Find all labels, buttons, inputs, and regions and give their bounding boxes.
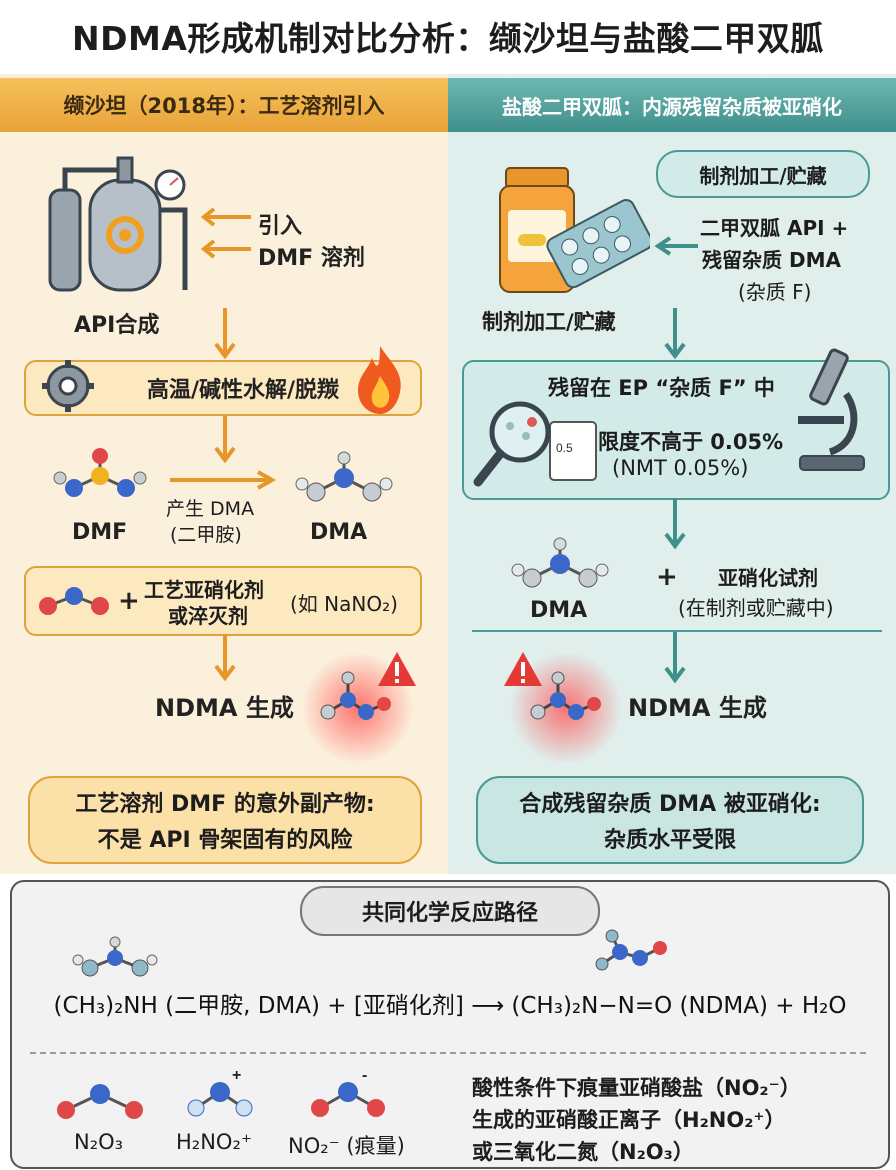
common-pathway-pill: 共同化学反应路径 [300, 886, 600, 936]
arrow-left-icon [200, 207, 251, 259]
summary-left-line2: 不是 API 骨架固有的风险 [97, 828, 353, 853]
reagent-box-left [24, 566, 422, 636]
produce-dma-label: 产生 DMA [166, 498, 255, 520]
api-label: API合成 [74, 313, 160, 338]
reactor-icon [48, 156, 188, 292]
reagent-text-2: 或淬灭剂 [168, 604, 248, 628]
reagent-text-1: 工艺亚硝化剂 [144, 578, 264, 602]
arrow-left-icon-right [654, 236, 698, 256]
summary-left-line1: 工艺溶剂 DMF 的意外副产物: [75, 792, 375, 817]
note-line-2: 生成的亚硝酸正离子（H₂NO₂⁺） [472, 1108, 786, 1132]
svg-text:-: - [362, 1068, 367, 1084]
magnifier-icon: 0.5 [473, 401, 597, 487]
svg-text:+: + [232, 1067, 241, 1084]
api-text-3: (杂质 F) [738, 280, 812, 304]
nitrosating-reagent-note: (在制剂或贮藏中) [678, 596, 834, 620]
ndma-formation-right: NDMA 生成 [628, 694, 767, 722]
arrow-right-icon [170, 470, 277, 490]
process-label: 制剂加工/贮藏 [482, 310, 616, 334]
reaction-equation: (CH₃)₂NH (二甲胺, DMA) + [亚硝化剂] ⟶ (CH₃)₂N−N… [53, 993, 847, 1019]
species-no2: NO₂⁻ (痕量) [288, 1134, 405, 1158]
api-text-1: 二甲双胍 API + [700, 216, 849, 240]
svg-text:0.5: 0.5 [556, 441, 573, 455]
dma-molecule-icon [295, 451, 393, 502]
api-text-2: 残留杂质 DMA [702, 248, 841, 272]
nitrosating-reagent-label: 亚硝化试剂 [718, 566, 818, 590]
arrow-down-icon-right-3 [664, 632, 686, 684]
microscope-icon [798, 348, 865, 471]
step-hydrolysis-label: 高温/碱性水解/脱羰 [146, 378, 340, 403]
left-header: 缬沙坦（2018年）：工艺溶剂引入 [0, 78, 448, 132]
arrow-down-icon [214, 308, 236, 360]
plus-sign-right: + [656, 562, 678, 592]
summary-box-right: 合成残留杂质 DMA 被亚硝化: 杂质水平受限 [476, 776, 864, 864]
dma-molecule-icon-right [511, 537, 609, 588]
species-h2no2: H₂NO₂⁺ [176, 1130, 252, 1154]
dmf-label: DMF [72, 520, 128, 545]
limit-text-2: (NMT 0.05%) [612, 456, 749, 480]
note-line-1: 酸性条件下痕量亚硝酸盐（NO₂⁻） [472, 1076, 801, 1100]
summary-right-line2: 杂质水平受限 [603, 828, 736, 853]
summary-box-left: 工艺溶剂 DMF 的意外副产物: 不是 API 骨架固有的风险 [28, 776, 422, 864]
page-title: NDMA形成机制对比分析：缬沙坦与盐酸二甲双胍 [72, 19, 824, 58]
dmf-molecule-icon [53, 448, 147, 497]
n2o3-molecule-icon [57, 1084, 143, 1119]
h2no2-molecule-icon: + [187, 1067, 253, 1117]
ndma-molecule-icon-bottom [595, 929, 667, 971]
warning-icon-right [504, 652, 542, 686]
arrow-down-icon-2 [214, 416, 236, 464]
plus-sign-left: + [118, 586, 140, 616]
dashed-divider [30, 1052, 866, 1054]
right-header: 盐酸二甲双胍：内源残留杂质被亚硝化 [448, 78, 896, 132]
gear-icon [42, 360, 94, 412]
medicine-bottle-icon [499, 167, 650, 293]
warning-icon-left [378, 652, 416, 686]
dimethylamine-label: (二甲胺) [170, 524, 242, 546]
ndma-formation-left: NDMA 生成 [155, 694, 294, 722]
ep-impurity-label: 残留在 EP “杂质 F” 中 [548, 376, 775, 400]
reagent-text-3: (如 NaNO₂) [290, 592, 398, 616]
bracket-line-right [472, 630, 882, 632]
no2-molecule-icon: - [311, 1068, 385, 1117]
arrow-down-icon-right-2 [664, 498, 686, 550]
note-line-3: 或三氧化二氮（N₂O₃） [472, 1140, 694, 1164]
dma-label-right: DMA [530, 598, 588, 623]
flame-icon [358, 346, 401, 414]
dma-molecule-icon-bottom [72, 936, 158, 977]
arrow-down-icon-right [664, 308, 686, 360]
dma-label-left: DMA [310, 520, 368, 545]
summary-right-line1: 合成残留杂质 DMA 被亚硝化: [519, 792, 821, 817]
nitrite-molecule-icon [39, 587, 109, 615]
process-pill: 制剂加工/贮藏 [656, 150, 870, 198]
intro-text-2: DMF 溶剂 [258, 246, 365, 271]
limit-text-1: 限度不高于 0.05% [598, 430, 784, 454]
intro-text-1: 引入 [258, 214, 303, 239]
arrow-down-icon-3 [214, 634, 236, 682]
species-n2o3: N₂O₃ [74, 1130, 124, 1154]
